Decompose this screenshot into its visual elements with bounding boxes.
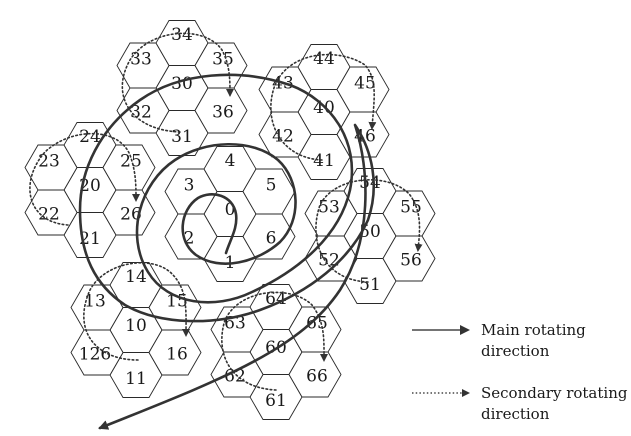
secondary-rotation-group-20: [29, 132, 140, 226]
cell-label-31: 31: [171, 127, 193, 147]
cell-label-14: 14: [125, 267, 147, 287]
cell-label-6: 6: [266, 229, 277, 249]
cell-label-56: 56: [400, 251, 422, 271]
secondary-rotation-group-30: [121, 32, 234, 133]
cell-label-64: 64: [265, 289, 287, 309]
secondary-rotation-group-60: [221, 291, 329, 391]
cell-label-26: 26: [120, 205, 142, 225]
cell-label-3: 3: [184, 176, 195, 196]
cell-labels: 0123456101112613141516202122232425263031…: [38, 25, 422, 411]
cell-label-25: 25: [120, 152, 142, 172]
cell-label-32: 32: [130, 103, 152, 123]
secondary-rotation-group-10: [83, 262, 191, 361]
cell-label-54: 54: [359, 173, 381, 193]
cell-label-44: 44: [313, 49, 335, 69]
secondary-rotation-group-40: [270, 53, 377, 161]
legend-secondary-label-line1: Secondary rotating: [481, 384, 628, 402]
legend-main-label-line2: direction: [481, 342, 550, 360]
secondary-rotation-group-50: [315, 179, 423, 283]
hex-cell-36: [194, 87, 248, 134]
cell-label-33: 33: [130, 50, 152, 70]
cell-label-55: 55: [400, 198, 422, 218]
main-rotation-spiral: [78, 73, 375, 430]
cell-label-126: 126: [79, 345, 111, 365]
cell-label-45: 45: [354, 74, 376, 94]
cell-label-41: 41: [313, 151, 335, 171]
cell-label-24: 24: [79, 127, 101, 147]
cell-label-22: 22: [38, 205, 60, 225]
hex-cell-66: [288, 351, 342, 398]
cell-label-52: 52: [318, 251, 340, 271]
cell-label-53: 53: [318, 198, 340, 218]
cell-label-62: 62: [224, 367, 246, 387]
cell-label-42: 42: [272, 127, 294, 147]
cell-label-36: 36: [212, 103, 234, 123]
cell-label-51: 51: [359, 275, 381, 295]
cell-label-61: 61: [265, 391, 287, 411]
hexagon-grid: [24, 20, 436, 420]
cell-label-66: 66: [306, 367, 328, 387]
cell-label-0: 0: [225, 200, 236, 220]
legend-main-label-line1: Main rotating: [481, 321, 586, 339]
cell-label-10: 10: [125, 316, 147, 336]
cell-label-23: 23: [38, 152, 60, 172]
cell-label-16: 16: [166, 345, 188, 365]
cell-label-11: 11: [125, 369, 147, 389]
cell-label-2: 2: [184, 229, 195, 249]
cell-label-15: 15: [166, 292, 188, 312]
cell-label-34: 34: [171, 25, 193, 45]
cell-label-35: 35: [212, 50, 234, 70]
cell-label-5: 5: [266, 176, 277, 196]
legend-secondary-label-line2: direction: [481, 405, 550, 423]
cell-label-4: 4: [225, 151, 236, 171]
hex-cell-6: [242, 213, 296, 260]
legend: Main rotating direction Secondary rotati…: [412, 321, 628, 423]
cell-label-13: 13: [84, 292, 106, 312]
